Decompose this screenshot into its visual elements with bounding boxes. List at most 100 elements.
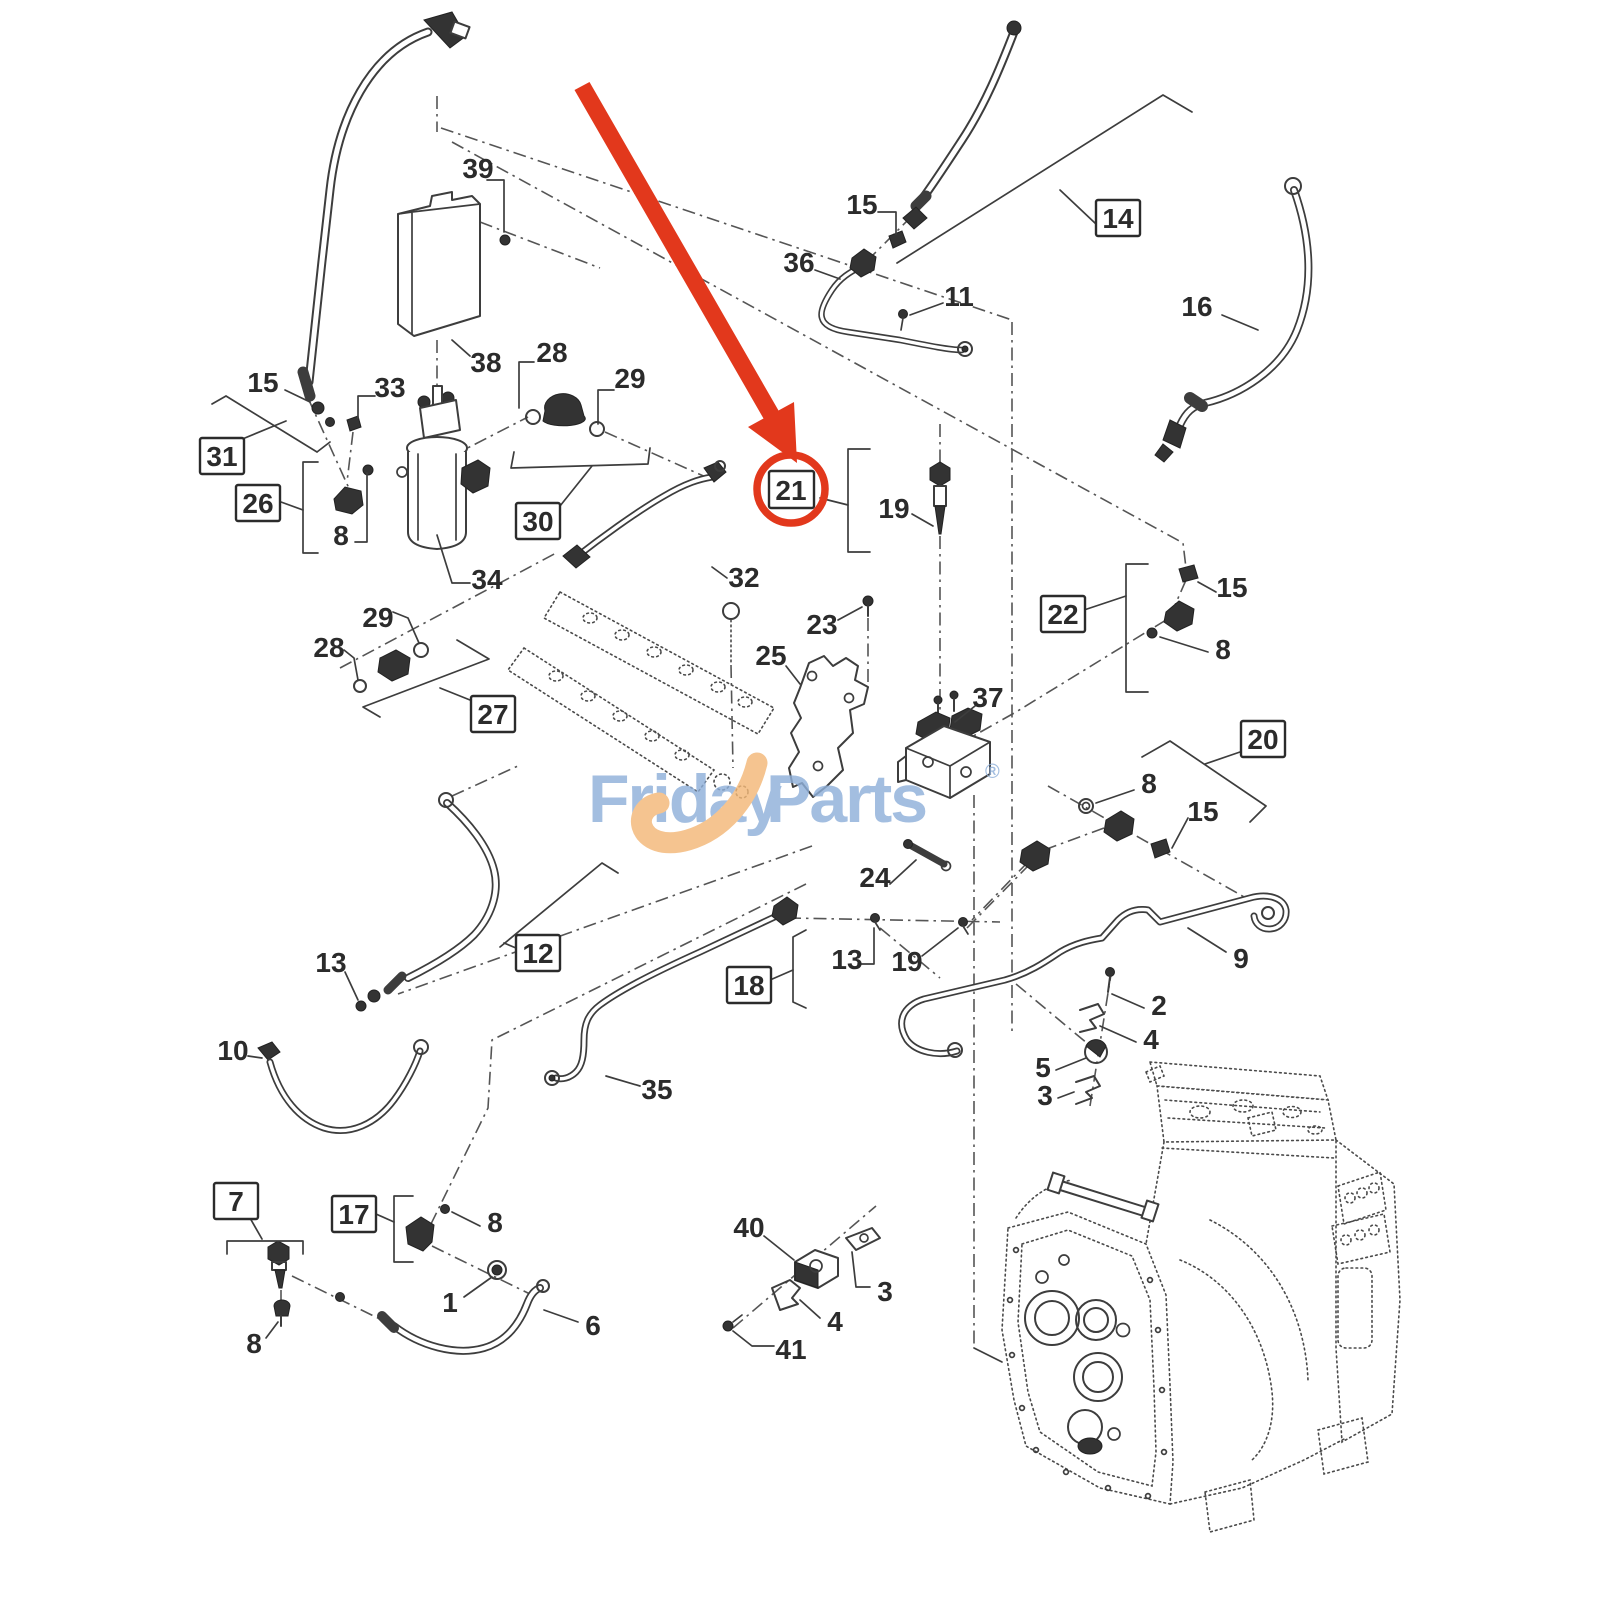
- callout-10: 10: [217, 1035, 248, 1066]
- part-elbow-26: [333, 464, 374, 515]
- part-inline-fitting: [335, 1292, 345, 1302]
- callout-24: 24: [859, 862, 891, 893]
- part-bolt-13-18: [870, 913, 881, 931]
- callout-37: 37: [972, 682, 1003, 713]
- callout-19-18: 19: [891, 946, 922, 977]
- part-clip-33: [346, 415, 362, 432]
- plate-bolt-holes: [1006, 1246, 1168, 1500]
- svg-text:22: 22: [1047, 599, 1078, 630]
- svg-text:27: 27: [477, 699, 508, 730]
- callout-13-hose: 13: [315, 947, 346, 978]
- part-pipe-10: [257, 1039, 429, 1134]
- centerlines: [280, 96, 1247, 1363]
- callout-5: 5: [1035, 1052, 1051, 1083]
- part-elbow-mid-right: [1019, 840, 1051, 872]
- callout-box-20: 20: [1239, 719, 1287, 759]
- callout-32: 32: [728, 562, 759, 593]
- part-pipe-36: [818, 248, 973, 357]
- part-clamp-15-20: [1150, 838, 1171, 859]
- callout-36: 36: [783, 247, 814, 278]
- part-injector-rail-upper: [542, 590, 776, 736]
- callout-35: 35: [641, 1074, 672, 1105]
- callout-8-20: 8: [1141, 768, 1157, 799]
- callouts-boxed: 31 26 30 27 14 22 20 12 18 7 17: [198, 198, 1287, 1234]
- part-fitting-8-20: [1078, 798, 1135, 842]
- callout-3-plate: 3: [877, 1276, 893, 1307]
- callout-box-30: 30: [514, 501, 562, 541]
- part-dome-check-valve: [525, 393, 605, 437]
- callout-11: 11: [944, 281, 974, 312]
- callout-2: 2: [1151, 990, 1167, 1021]
- part-clamp-4: [771, 1279, 801, 1311]
- callout-16: 16: [1181, 291, 1212, 322]
- callout-1: 1: [442, 1287, 458, 1318]
- part-pump-37: [897, 690, 991, 799]
- part-fuel-filter-34: [396, 385, 491, 550]
- svg-text:26: 26: [242, 488, 273, 519]
- part-clamp-stack-2-4-5-3: [1075, 967, 1115, 1105]
- callout-box-17: 17: [330, 1194, 378, 1234]
- callout-39: 39: [462, 153, 493, 184]
- watermark-registered: ®: [985, 761, 1000, 783]
- svg-text:7: 7: [228, 1186, 244, 1217]
- callout-29-top: 29: [614, 363, 645, 394]
- transmission-housing: [1001, 1061, 1401, 1534]
- callout-box-31: 31: [198, 436, 246, 476]
- callout-box-12: 12: [514, 933, 562, 973]
- part-hose-6: [377, 1279, 550, 1355]
- watermark-swoosh: [630, 752, 768, 854]
- svg-text:30: 30: [522, 506, 553, 537]
- callout-33: 33: [374, 372, 405, 403]
- callout-4-lower: 4: [827, 1306, 843, 1337]
- callout-15-hose14: 15: [846, 189, 877, 220]
- part-hose-12: [355, 792, 500, 1012]
- callout-19-sensor: 19: [878, 493, 909, 524]
- callout-3-clamp: 3: [1037, 1080, 1053, 1111]
- part-bolt-23: [862, 595, 874, 617]
- callout-41: 41: [775, 1334, 806, 1365]
- callout-34: 34: [471, 564, 503, 595]
- callout-4-clamp: 4: [1143, 1024, 1159, 1055]
- watermark-right: Parts: [766, 761, 926, 837]
- callout-box-21: 21: [767, 469, 816, 510]
- svg-text:31: 31: [206, 441, 237, 472]
- callout-23: 23: [806, 609, 837, 640]
- part-plate-3: [845, 1227, 881, 1251]
- callout-29-mid: 29: [362, 602, 393, 633]
- part-fitting-28-29-mid: [353, 642, 429, 693]
- callouts-plain: 39 38 28 29 15 33 8 34 32 29 28 36 15 11…: [217, 153, 1248, 1365]
- callout-6: 6: [585, 1310, 601, 1341]
- callout-8-filter: 8: [333, 520, 349, 551]
- callout-box-18: 18: [725, 965, 773, 1005]
- svg-text:21: 21: [775, 475, 806, 506]
- callout-8-17: 8: [487, 1207, 503, 1238]
- callout-25: 25: [755, 640, 786, 671]
- svg-text:18: 18: [733, 970, 764, 1001]
- part-pipe-9: [898, 892, 1290, 1058]
- leader-lines: [211, 94, 1267, 1347]
- callout-box-22: 22: [1039, 594, 1087, 634]
- part-bolt-11: [898, 309, 908, 331]
- callout-15-hose: 15: [247, 367, 278, 398]
- highlight-circle: [753, 451, 829, 527]
- part-hose-14: [902, 20, 1022, 230]
- callout-box-27: 27: [469, 694, 517, 734]
- callout-15-20: 15: [1187, 796, 1218, 827]
- svg-text:12: 12: [522, 938, 553, 969]
- part-bracket-25: [788, 655, 869, 798]
- callout-8-22: 8: [1215, 634, 1231, 665]
- callout-28-top: 28: [536, 337, 567, 368]
- part-cover-38: [397, 191, 481, 337]
- part-clamp-15-22: [1178, 564, 1199, 583]
- part-clamp-15-hose14: [888, 230, 907, 249]
- callout-38: 38: [470, 347, 501, 378]
- callout-28-mid: 28: [313, 632, 344, 663]
- part-screw-39: [499, 234, 511, 246]
- part-bolt-41: [722, 1314, 743, 1332]
- part-bolt-19-18: [958, 917, 969, 935]
- svg-text:17: 17: [338, 1199, 369, 1230]
- part-clamp-block-40: [794, 1249, 839, 1289]
- callout-13-18: 13: [831, 944, 862, 975]
